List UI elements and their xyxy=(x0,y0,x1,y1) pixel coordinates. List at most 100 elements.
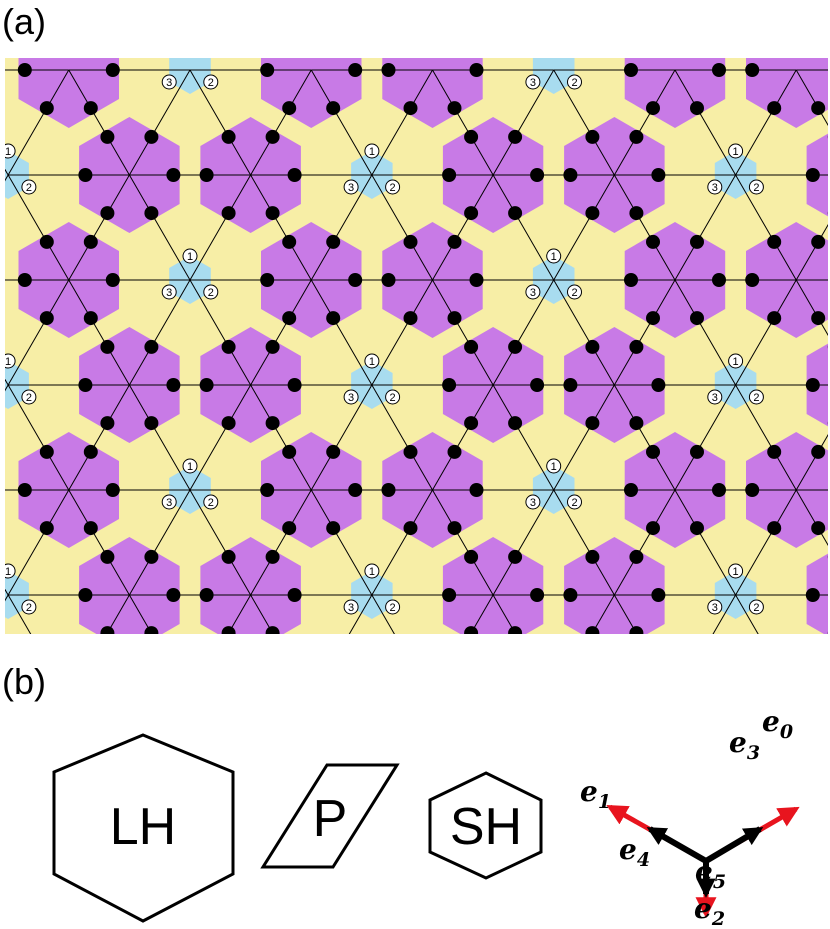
site-marker xyxy=(265,416,280,431)
vertex-badge-label: 2 xyxy=(753,602,759,614)
site-marker xyxy=(827,555,828,559)
vertex-badge-label: 3 xyxy=(530,287,536,299)
vertex-badge xyxy=(343,389,359,405)
site-marker xyxy=(712,63,726,77)
site-marker xyxy=(287,168,302,182)
site-marker xyxy=(221,129,236,144)
site-marker xyxy=(84,25,98,39)
vertex-badge-label: 1 xyxy=(733,356,739,368)
vertex-badge xyxy=(183,669,197,683)
vertex-badge xyxy=(21,389,37,405)
vertex-badge xyxy=(547,39,561,53)
large-hexagon-outline xyxy=(52,733,235,923)
site-marker xyxy=(827,421,828,425)
tiling-edge xyxy=(189,384,252,491)
vertex-badge-label: 1 xyxy=(551,251,557,263)
large-hexagon-tile xyxy=(625,642,726,758)
site-marker xyxy=(712,483,726,497)
site-marker xyxy=(767,25,781,39)
vertex-badge-label: 3 xyxy=(530,77,536,89)
site-marker xyxy=(282,731,296,745)
vector-e5-label: e5 xyxy=(695,855,726,893)
vertex-badge xyxy=(568,705,582,719)
vector-e4-arrow xyxy=(646,826,708,864)
tiling-edge xyxy=(7,384,70,491)
vertex-badge xyxy=(546,458,562,474)
tiling-edge xyxy=(553,384,615,491)
parallelogram-label: P xyxy=(313,790,348,848)
vertex-badge xyxy=(525,74,541,90)
tiling-edge xyxy=(310,174,373,281)
site-marker xyxy=(404,655,418,669)
tiling-edge xyxy=(310,69,373,176)
tiling-edge xyxy=(250,384,312,491)
vector-e2-label: e2 xyxy=(694,892,725,929)
site-marker xyxy=(646,311,660,326)
tiling-edge xyxy=(250,594,274,634)
large-hexagon-label: LH xyxy=(110,798,176,856)
site-marker xyxy=(767,521,782,536)
tiling-edge xyxy=(432,279,494,386)
vertex-badge-label: 1 xyxy=(369,566,375,578)
site-marker xyxy=(403,521,418,536)
large-hexagon-tile xyxy=(261,642,362,758)
site-marker xyxy=(447,521,462,536)
tiling-edge xyxy=(250,489,312,596)
site-marker xyxy=(646,25,660,39)
site-marker xyxy=(464,549,479,564)
site-marker xyxy=(690,234,704,249)
site-marker xyxy=(464,626,479,634)
site-marker xyxy=(448,731,462,745)
site-marker xyxy=(767,655,781,669)
legend-small-hexagon: SH xyxy=(428,771,543,880)
panel-a-label: (a) xyxy=(2,1,46,42)
site-marker xyxy=(805,588,820,602)
small-hexagon-tile xyxy=(169,676,211,724)
site-marker xyxy=(585,339,600,354)
site-marker xyxy=(690,311,704,326)
site-marker xyxy=(690,444,704,459)
vertex-badge xyxy=(364,563,380,579)
vertex-badge xyxy=(385,179,401,195)
tiling-edge xyxy=(492,489,555,596)
site-marker xyxy=(469,483,484,497)
vertex-badge-label: 2 xyxy=(753,182,759,194)
vertex-badge-label: 2 xyxy=(208,77,214,89)
tiling-edge xyxy=(371,174,433,281)
tiling-edge xyxy=(795,279,828,337)
vertex-badge xyxy=(546,248,562,264)
tiling-edge xyxy=(674,69,737,176)
tiling-edge xyxy=(492,384,555,491)
site-marker xyxy=(144,626,159,634)
site-marker xyxy=(326,731,340,745)
site-marker xyxy=(39,521,54,536)
vertex-badge xyxy=(364,353,380,369)
site-marker xyxy=(442,168,457,182)
site-marker xyxy=(403,101,418,116)
site-marker xyxy=(221,626,236,634)
site-marker xyxy=(282,521,297,536)
site-marker xyxy=(470,693,484,707)
tiling-edge xyxy=(674,384,737,491)
tiling-edge xyxy=(128,594,153,634)
site-marker xyxy=(381,483,396,497)
site-marker xyxy=(39,444,54,459)
site-marker xyxy=(348,483,363,497)
site-marker xyxy=(348,63,363,77)
site-marker xyxy=(404,731,418,745)
site-marker xyxy=(646,234,660,249)
vertex-badge-label: 2 xyxy=(26,392,32,404)
site-marker xyxy=(464,416,479,431)
vertex-badge xyxy=(343,179,359,195)
site-marker xyxy=(624,483,638,497)
site-marker xyxy=(78,378,93,392)
vertex-badge-label: 1 xyxy=(551,671,557,683)
site-marker xyxy=(106,693,120,707)
vertex-badge-label: 2 xyxy=(208,707,214,719)
site-marker xyxy=(17,273,32,287)
vertex-badge xyxy=(203,74,219,90)
tiling-content: 1231231231231231231231231231231231231231… xyxy=(5,25,828,758)
site-marker xyxy=(447,101,462,116)
site-marker xyxy=(811,101,826,116)
vertex-badge-label: 2 xyxy=(208,287,214,299)
